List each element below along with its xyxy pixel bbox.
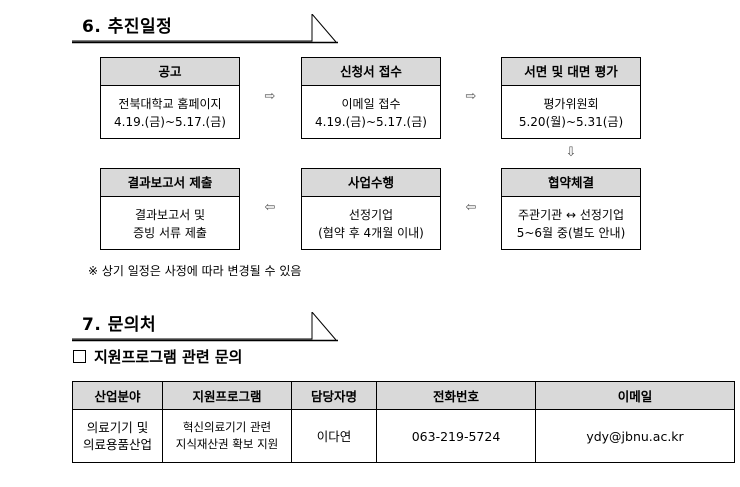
cell-industry-line1: 의료기기 및 [86, 420, 149, 435]
contact-table: 산업분야 지원프로그램 담당자명 전화번호 이메일 의료기기 및 의료용품산업 … [72, 381, 735, 463]
checkbox-square-icon [73, 350, 86, 363]
step-announce-line1: 전북대학교 홈페이지 [118, 97, 222, 111]
step-apply: 신청서 접수 이메일 접수 4.19.(금)~5.17.(금) [301, 57, 441, 139]
step-apply-line2: 4.19.(금)~5.17.(금) [315, 115, 427, 129]
step-evaluate-line1: 평가위원회 [543, 97, 599, 111]
schedule-section-heading: 6. 추진일정 [72, 14, 338, 44]
cell-industry-line2: 의료용품산업 [82, 437, 152, 452]
step-evaluate-line2: 5.20(월)~5.31(금) [518, 115, 624, 129]
cell-industry: 의료기기 및 의료용품산업 [72, 409, 163, 463]
step-evaluate: 서면 및 대면 평가 평가위원회 5.20(월)~5.31(금) [501, 57, 641, 139]
contact-subheading-text: 지원프로그램 관련 문의 [94, 348, 243, 366]
cell-program-line2: 지식재산권 확보 지원 [175, 437, 279, 451]
header-industry: 산업분야 [72, 381, 163, 410]
step-report-header: 결과보고서 제출 [101, 169, 239, 197]
arrow-left-icon: ⇦ [264, 200, 276, 215]
contact-subheading: 지원프로그램 관련 문의 [73, 346, 242, 367]
step-agreement-header: 협약체결 [502, 169, 640, 197]
heading-tab-shape [72, 312, 338, 342]
header-program: 지원프로그램 [162, 381, 292, 410]
step-agreement: 협약체결 주관기관 ↔ 선정기업 5~6월 중(별도 안내) [501, 168, 641, 250]
header-email: 이메일 [535, 381, 735, 410]
cell-manager: 이다연 [291, 409, 377, 463]
cell-program: 혁신의료기기 관련 지식재산권 확보 지원 [162, 409, 292, 463]
step-report-line2: 증빙 서류 제출 [133, 226, 207, 240]
arrow-right-icon: ⇨ [264, 89, 276, 104]
header-phone: 전화번호 [376, 381, 536, 410]
header-manager: 담당자명 [291, 381, 377, 410]
step-announce-header: 공고 [101, 58, 239, 86]
contact-section-title: 7. 문의처 [82, 315, 157, 335]
step-announce: 공고 전북대학교 홈페이지 4.19.(금)~5.17.(금) [100, 57, 240, 139]
schedule-note: ※ 상기 일정은 사정에 따라 변경될 수 있음 [88, 264, 302, 278]
step-execution-line1: 선정기업 [348, 208, 394, 222]
step-apply-header: 신청서 접수 [302, 58, 440, 86]
step-report: 결과보고서 제출 결과보고서 및 증빙 서류 제출 [100, 168, 240, 250]
step-execution-line2: (협약 후 4개월 이내) [318, 226, 424, 240]
step-report-line1: 결과보고서 및 [134, 208, 206, 222]
step-evaluate-header: 서면 및 대면 평가 [502, 58, 640, 86]
arrow-left-icon: ⇦ [465, 200, 477, 215]
table-row: 의료기기 및 의료용품산업 혁신의료기기 관련 지식재산권 확보 지원 이다연 … [72, 409, 735, 463]
schedule-section-title: 6. 추진일정 [82, 17, 173, 37]
arrow-down-icon: ⇩ [565, 145, 577, 160]
step-announce-line2: 4.19.(금)~5.17.(금) [114, 115, 226, 129]
step-execution: 사업수행 선정기업 (협약 후 4개월 이내) [301, 168, 441, 250]
step-execution-header: 사업수행 [302, 169, 440, 197]
contact-table-header-row: 산업분야 지원프로그램 담당자명 전화번호 이메일 [72, 381, 735, 410]
cell-phone: 063-219-5724 [376, 409, 536, 463]
heading-tab-shape [72, 14, 338, 44]
step-agreement-line2: 5~6월 중(별도 안내) [516, 226, 626, 240]
cell-email[interactable]: ydy@jbnu.ac.kr [535, 409, 735, 463]
cell-program-line1: 혁신의료기기 관련 [182, 420, 272, 434]
step-apply-line1: 이메일 접수 [341, 97, 401, 111]
step-agreement-line1: 주관기관 ↔ 선정기업 [517, 208, 624, 222]
arrow-right-icon: ⇨ [465, 89, 477, 104]
contact-section-heading: 7. 문의처 [72, 312, 338, 342]
